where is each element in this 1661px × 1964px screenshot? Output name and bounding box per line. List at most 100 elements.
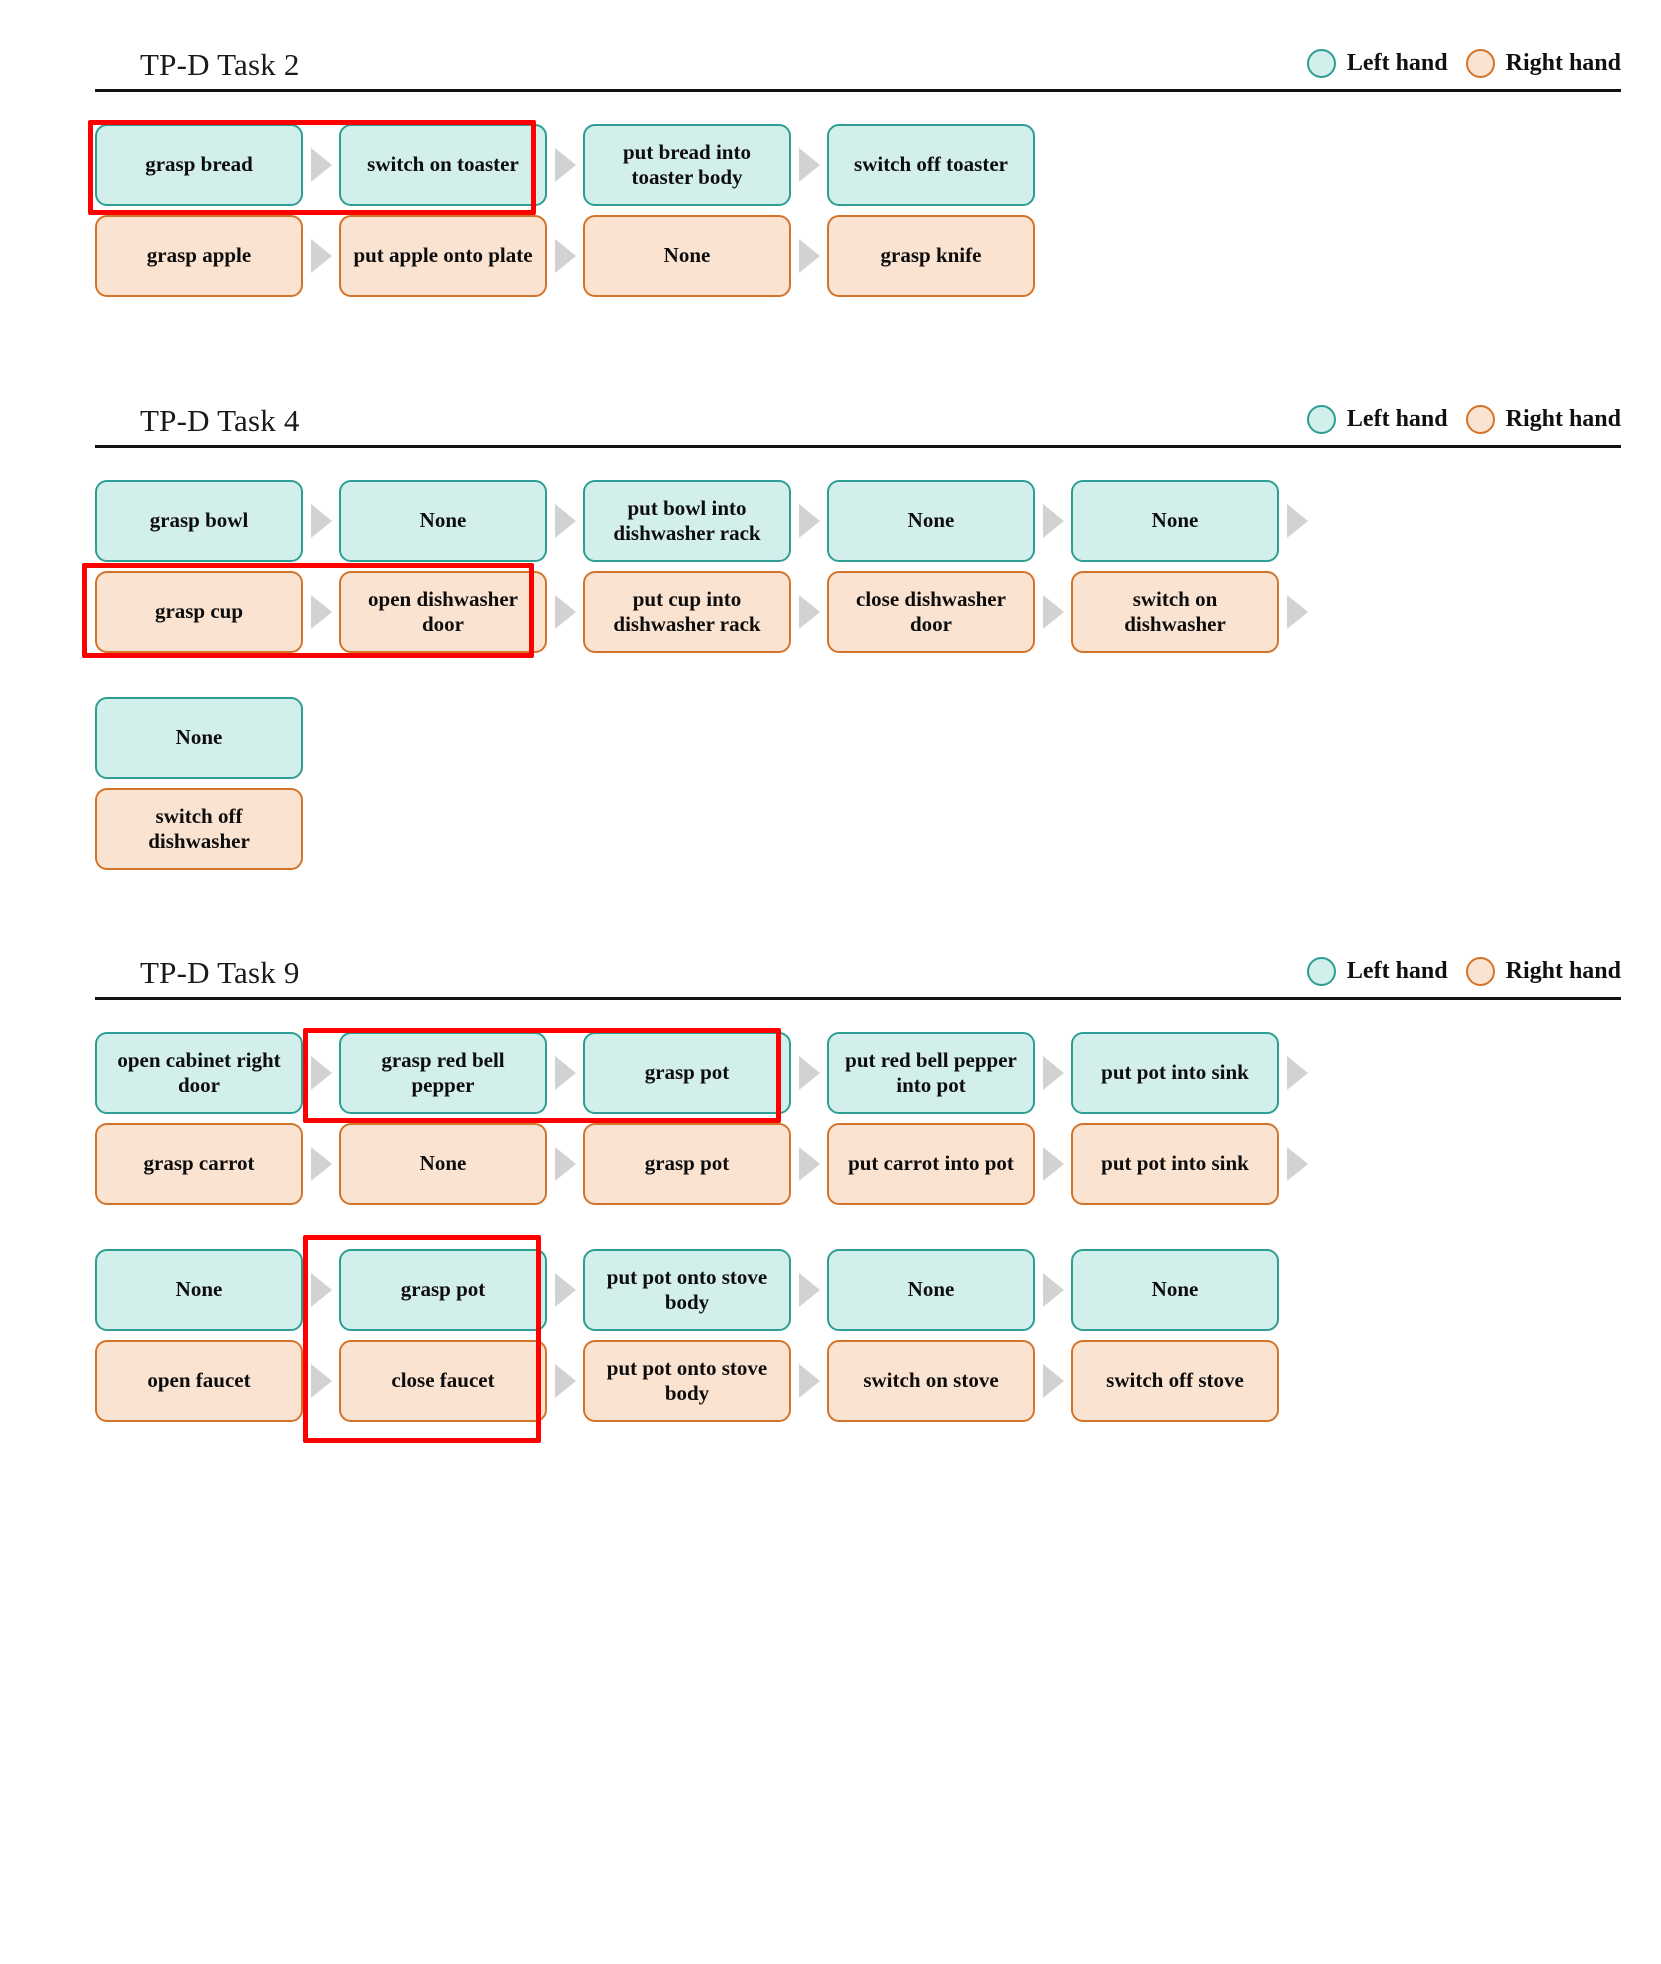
step-group-1: open cabinet right door grasp red bell pe… <box>0 1032 1661 1205</box>
step-box[interactable]: put pot into sink <box>1071 1123 1279 1205</box>
step-cell: grasp pot <box>583 1123 827 1205</box>
step-box[interactable]: switch on dishwasher <box>1071 571 1279 653</box>
step-cell: put cup into dishwasher rack <box>583 571 827 653</box>
step-cell: None <box>1071 480 1315 562</box>
right-hand-circle-icon <box>1465 49 1495 78</box>
sequence-arrow-icon <box>1279 480 1315 562</box>
sequence-arrow-icon <box>1035 571 1071 653</box>
step-box[interactable]: grasp carrot <box>95 1123 303 1205</box>
step-box[interactable]: open faucet <box>95 1340 303 1422</box>
step-cell: grasp carrot <box>95 1123 339 1205</box>
step-cell: put pot into sink <box>1071 1123 1315 1205</box>
legend-item-left-hand: Left hand <box>1306 405 1448 434</box>
step-box[interactable]: put bread into toaster body <box>583 124 791 206</box>
step-box[interactable]: grasp red bell pepper <box>339 1032 547 1114</box>
task-title: TP-D Task 4 <box>140 403 300 438</box>
step-cell: put apple onto plate <box>339 215 583 297</box>
legend-label-right-hand: Right hand <box>1505 958 1621 984</box>
sequence-arrow-icon <box>791 1123 827 1205</box>
step-box[interactable]: close faucet <box>339 1340 547 1422</box>
step-box[interactable]: switch off stove <box>1071 1340 1279 1422</box>
sequence-arrow-icon <box>1279 571 1315 653</box>
sequence-arrow-icon <box>1279 1032 1315 1114</box>
step-cell: close faucet <box>339 1340 583 1422</box>
legend-label-right-hand: Right hand <box>1505 50 1621 76</box>
step-box[interactable]: None <box>1071 480 1279 562</box>
step-box[interactable]: switch off dishwasher <box>95 788 303 870</box>
step-cell: grasp cup <box>95 571 339 653</box>
step-box[interactable]: put pot into sink <box>1071 1032 1279 1114</box>
sequence-arrow-icon <box>1035 1249 1071 1331</box>
step-box[interactable]: None <box>339 480 547 562</box>
sequence-arrow-icon <box>547 1032 583 1114</box>
step-box[interactable]: grasp pot <box>583 1032 791 1114</box>
step-group-2: None switch off dishwasher <box>0 697 1661 870</box>
step-box[interactable]: switch on stove <box>827 1340 1035 1422</box>
step-cell: switch off toaster <box>827 124 1035 206</box>
step-box[interactable]: grasp cup <box>95 571 303 653</box>
step-box[interactable]: switch on toaster <box>339 124 547 206</box>
legend-item-left-hand: Left hand <box>1306 957 1448 986</box>
step-box[interactable]: None <box>95 697 303 779</box>
step-cell: close dishwasher door <box>827 571 1071 653</box>
step-box[interactable]: grasp bowl <box>95 480 303 562</box>
step-row-right-hand: grasp carrot None grasp pot put carrot into… <box>0 1123 1661 1205</box>
step-row-right-hand: grasp apple put apple onto plate None grasp… <box>0 215 1661 297</box>
step-cell: open faucet <box>95 1340 339 1422</box>
step-box[interactable]: grasp knife <box>827 215 1035 297</box>
sequence-arrow-icon <box>547 1249 583 1331</box>
sequence-arrow-icon <box>547 1340 583 1422</box>
step-box[interactable]: put apple onto plate <box>339 215 547 297</box>
step-box[interactable]: put cup into dishwasher rack <box>583 571 791 653</box>
step-box[interactable]: None <box>583 215 791 297</box>
step-box[interactable]: open cabinet right door <box>95 1032 303 1114</box>
step-cell: switch off stove <box>1071 1340 1279 1422</box>
step-box[interactable]: None <box>95 1249 303 1331</box>
step-box[interactable]: None <box>827 480 1035 562</box>
step-cell: None <box>95 1249 339 1331</box>
step-cell: None <box>827 480 1071 562</box>
step-box[interactable]: grasp bread <box>95 124 303 206</box>
step-box[interactable]: put red bell pepper into pot <box>827 1032 1035 1114</box>
sequence-arrow-icon <box>791 1032 827 1114</box>
step-box[interactable]: put bowl into dishwasher rack <box>583 480 791 562</box>
step-box[interactable]: None <box>827 1249 1035 1331</box>
step-box[interactable]: None <box>339 1123 547 1205</box>
legend: Left hand Right hand <box>1306 49 1621 80</box>
sequence-arrow-icon <box>791 571 827 653</box>
step-cell: put pot onto stove body <box>583 1340 827 1422</box>
step-cell: put bread into toaster body <box>583 124 827 206</box>
step-box[interactable]: grasp pot <box>583 1123 791 1205</box>
step-cell: None <box>339 1123 583 1205</box>
step-cell: open cabinet right door <box>95 1032 339 1114</box>
legend-item-left-hand: Left hand <box>1306 49 1448 78</box>
sequence-arrow-icon <box>303 124 339 206</box>
step-cell: put bowl into dishwasher rack <box>583 480 827 562</box>
step-box[interactable]: grasp apple <box>95 215 303 297</box>
step-box[interactable]: switch off toaster <box>827 124 1035 206</box>
sequence-arrow-icon <box>547 124 583 206</box>
step-row-left-hand: grasp bread switch on toaster put bread in… <box>0 124 1661 206</box>
step-cell: grasp bread <box>95 124 339 206</box>
sequence-arrow-icon <box>791 1340 827 1422</box>
legend-item-right-hand: Right hand <box>1465 49 1621 78</box>
sequence-arrow-icon <box>547 480 583 562</box>
step-cell: None <box>339 480 583 562</box>
sequence-arrow-icon <box>1279 1123 1315 1205</box>
step-box[interactable]: put pot onto stove body <box>583 1340 791 1422</box>
step-box[interactable]: put carrot into pot <box>827 1123 1035 1205</box>
step-box[interactable]: None <box>1071 1249 1279 1331</box>
step-box[interactable]: put pot onto stove body <box>583 1249 791 1331</box>
step-box[interactable]: open dishwasher door <box>339 571 547 653</box>
right-hand-circle-icon <box>1465 957 1495 986</box>
step-group-2: None grasp pot put pot onto stove body None… <box>0 1249 1661 1422</box>
sequence-arrow-icon <box>303 215 339 297</box>
step-box[interactable]: grasp pot <box>339 1249 547 1331</box>
step-cell: None <box>583 215 827 297</box>
step-box[interactable]: close dishwasher door <box>827 571 1035 653</box>
step-row-left-hand: open cabinet right door grasp red bell pe… <box>0 1032 1661 1114</box>
